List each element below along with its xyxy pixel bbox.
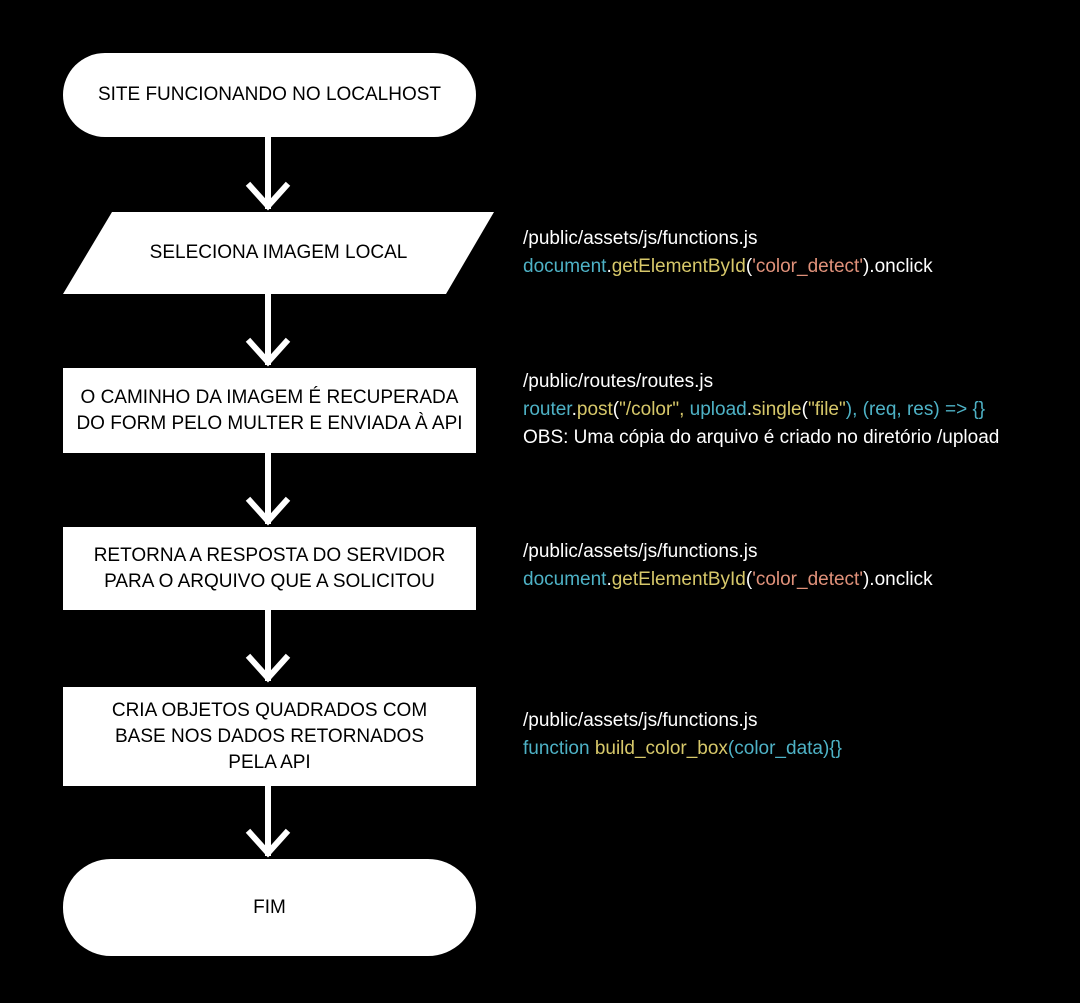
code-token: single <box>751 399 802 420</box>
code-token: function <box>523 738 590 759</box>
arrow-3 <box>245 450 291 526</box>
note-code: function build_color_box(color_data){} <box>523 735 842 763</box>
note-functions-js-1: /public/assets/js/functions.js document.… <box>523 225 933 281</box>
code-token: . <box>606 569 612 590</box>
end-terminal: FIM <box>63 859 476 956</box>
code-token: getElementById <box>611 569 746 590</box>
input-parallelogram-shape <box>63 212 494 294</box>
create-boxes-node: CRIA OBJETOS QUADRADOS COM BASE NOS DADO… <box>63 687 476 786</box>
start-label: SITE FUNCIONANDO NO LOCALHOST <box>97 84 442 105</box>
multer-api-node: O CAMINHO DA IMAGEM É RECUPERADA DO FORM… <box>63 368 476 453</box>
note-obs: OBS: Uma cópia do arquivo é criado no di… <box>523 427 1000 448</box>
select-image-label: SELECIONA IMAGEM LOCAL <box>149 242 408 263</box>
code-token: build_color_box <box>594 738 728 759</box>
note-functions-js-2: /public/assets/js/functions.js document.… <box>523 538 933 594</box>
code-token: ).onclick <box>862 256 933 277</box>
note-code: document.getElementById('color_detect').… <box>523 566 933 594</box>
code-token: . <box>606 256 612 277</box>
arrow-1 <box>245 134 291 211</box>
code-token: ), (req, res) => {} <box>845 399 986 420</box>
note-routes-js: /public/routes/routes.js router.post("/c… <box>523 368 999 452</box>
end-label: FIM <box>253 896 286 918</box>
code-token: getElementById <box>611 256 746 277</box>
note-code: router.post("/color", upload.single("fil… <box>523 396 999 424</box>
note-functions-js-3: /public/assets/js/functions.js function … <box>523 707 842 763</box>
code-token: ( <box>612 399 620 420</box>
start-terminal: SITE FUNCIONANDO NO LOCALHOST <box>63 53 476 137</box>
select-image-node: SELECIONA IMAGEM LOCAL <box>63 212 494 294</box>
multer-api-label: O CAMINHO DA IMAGEM É RECUPERADA DO FORM… <box>76 386 463 434</box>
arrow-4 <box>245 607 291 683</box>
code-token: document <box>523 256 607 277</box>
note-path: /public/assets/js/functions.js <box>523 710 758 731</box>
code-token: router <box>523 399 572 420</box>
server-response-label: RETORNA A RESPOSTA DO SERVIDOR PARA O AR… <box>93 544 446 592</box>
code-token: 'color_detect' <box>752 256 863 277</box>
server-response-node: RETORNA A RESPOSTA DO SERVIDOR PARA O AR… <box>63 527 476 610</box>
note-path: /public/assets/js/functions.js <box>523 541 758 562</box>
code-token: (color_data){} <box>727 738 842 759</box>
code-token: document <box>523 569 607 590</box>
code-token: 'color_detect' <box>752 569 863 590</box>
code-token: . <box>571 399 577 420</box>
code-token: ).onclick <box>862 569 933 590</box>
note-path: /public/assets/js/functions.js <box>523 228 758 249</box>
code-token: upload <box>689 399 747 420</box>
note-code: document.getElementById('color_detect').… <box>523 253 933 281</box>
code-token: ( <box>745 256 753 277</box>
code-token: post <box>576 399 613 420</box>
code-token: "file" <box>807 399 846 420</box>
create-boxes-label: CRIA OBJETOS QUADRADOS COM BASE NOS DADO… <box>111 699 428 773</box>
code-token: ( <box>801 399 808 420</box>
code-token: . <box>746 399 752 420</box>
code-token: "/color", <box>619 399 690 420</box>
arrow-5 <box>245 783 291 858</box>
arrow-2 <box>245 292 291 367</box>
note-path: /public/routes/routes.js <box>523 371 714 392</box>
code-token: ( <box>745 569 753 590</box>
